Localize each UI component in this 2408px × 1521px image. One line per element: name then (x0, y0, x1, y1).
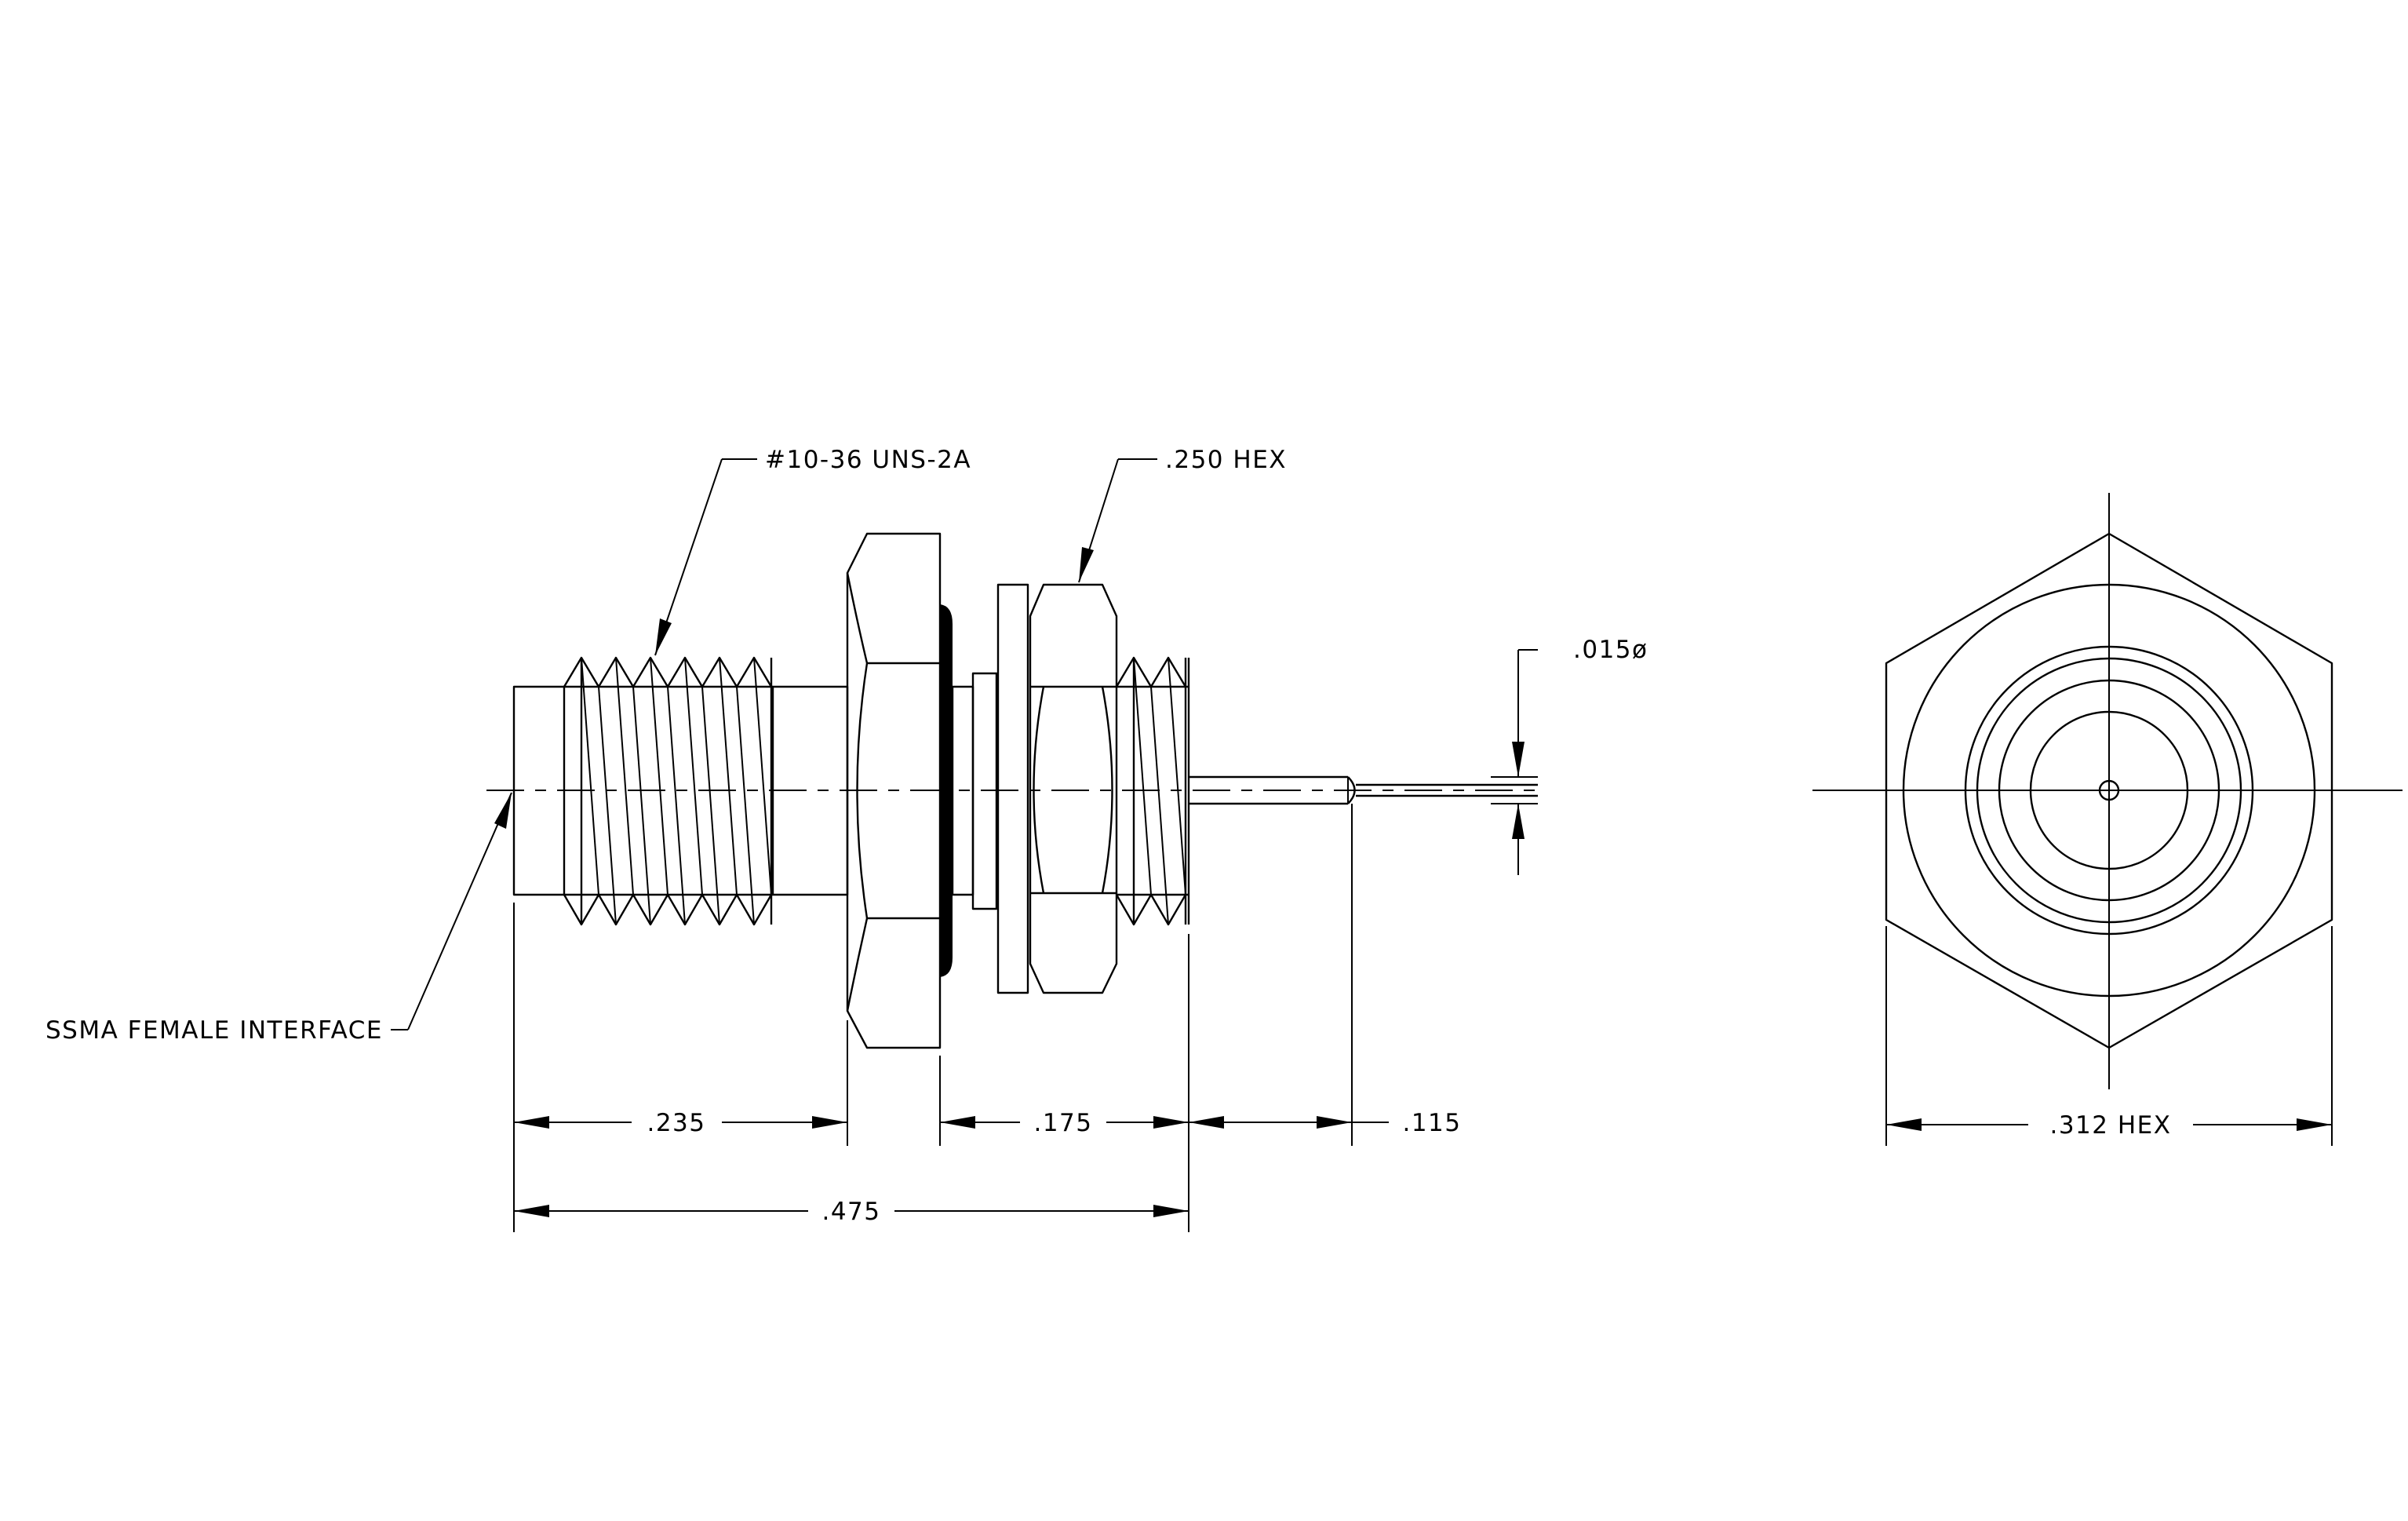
nut-hex-callout: .250 HEX (1078, 446, 1287, 583)
dim-115-label: .115 (1402, 1109, 1461, 1137)
thread-label: #10-36 UNS-2A (765, 446, 971, 474)
end-view: .312 HEX (1812, 493, 2403, 1146)
dim-pin-diameter: .015ø (1512, 636, 1648, 875)
end-ring-1 (1964, 645, 2254, 936)
end-outer-circle (1902, 583, 2316, 998)
interface-sleeve (512, 685, 566, 896)
end-pin (2098, 779, 2120, 801)
lock-washer (971, 672, 998, 910)
dim-235: .235 (514, 1109, 847, 1137)
hex-nut (1029, 583, 1118, 994)
dim-235-label: .235 (647, 1109, 705, 1137)
contact-pin (1189, 775, 1538, 805)
interface-label: SSMA FEMALE INTERFACE (46, 1016, 383, 1045)
nut-hex-label: .250 HEX (1165, 446, 1287, 474)
end-ring-4 (2029, 710, 2189, 870)
end-hex-label: .312 HEX (2049, 1111, 2171, 1140)
end-hex-outline (1885, 532, 2333, 1049)
dim-475: .475 (514, 1198, 1189, 1226)
end-ring-2 (1976, 657, 2242, 924)
flat-washer (996, 583, 1029, 994)
hex-flange (846, 532, 942, 1049)
gasket (940, 604, 953, 977)
rear-thread (1115, 656, 1190, 926)
dim-175-label: .175 (1033, 1109, 1092, 1137)
dim-115: .115 (1189, 1109, 1461, 1137)
end-ring-3 (1998, 679, 2220, 902)
thread-callout: #10-36 UNS-2A (654, 446, 971, 656)
extension-lines (513, 776, 1538, 1232)
side-view: .235 .175 .115 .475 (46, 446, 1648, 1232)
dim-475-label: .475 (821, 1198, 880, 1226)
dim-175: .175 (940, 1109, 1189, 1137)
interface-callout: SSMA FEMALE INTERFACE (46, 792, 512, 1045)
threaded-body (563, 656, 773, 926)
pin-diameter-label: .015ø (1573, 636, 1648, 664)
